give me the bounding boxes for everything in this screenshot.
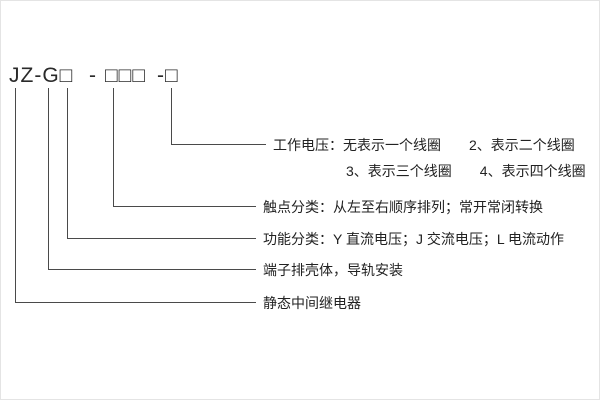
connector-line-housing bbox=[48, 88, 256, 270]
label-housing: 端子排壳体，导轨安装 bbox=[263, 262, 403, 278]
label-working-voltage-line1: 工作电压：无表示一个线圈 2、表示二个线圈 bbox=[273, 137, 575, 153]
model-code-prefix: JZ-G□ bbox=[9, 64, 74, 87]
label-contact-class: 触点分类：从左至右顺序排列；常开常闭转换 bbox=[263, 199, 543, 215]
connector-line-relay-type bbox=[15, 88, 256, 303]
connector-line-contact-class bbox=[113, 88, 256, 207]
model-code-contact-boxes: □□□ bbox=[105, 64, 147, 87]
label-function-class: 功能分类：Y 直流电压；J 交流电压；L 电流动作 bbox=[263, 231, 565, 247]
model-code-voltage-box: -□ bbox=[157, 64, 179, 87]
connector-line-function-class bbox=[67, 88, 256, 239]
label-relay-type: 静态中间继电器 bbox=[263, 295, 361, 311]
model-code-dash-1: - bbox=[89, 64, 97, 87]
connector-line-working-voltage bbox=[171, 88, 266, 145]
label-working-voltage-line2: 3、表示三个线圈 4、表示四个线圈 bbox=[346, 163, 586, 179]
